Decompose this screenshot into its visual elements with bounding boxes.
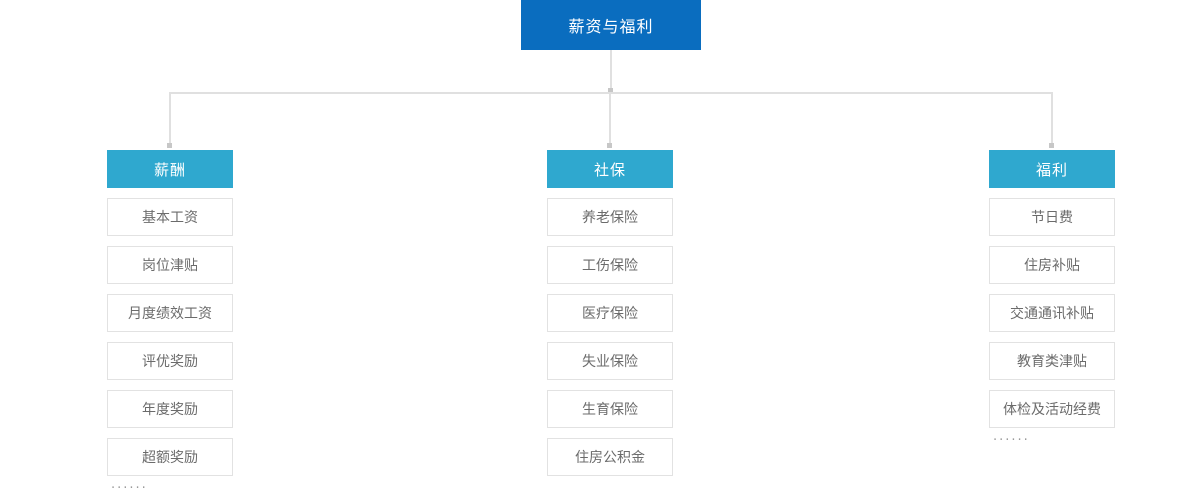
leaf-label: 年度奖励 <box>142 403 198 418</box>
leaf-label: 岗位津贴 <box>142 259 198 274</box>
list-item[interactable]: 医疗保险 <box>547 294 673 332</box>
connector-drop-branch-1 <box>169 92 171 147</box>
list-item[interactable]: 月度绩效工资 <box>107 294 233 332</box>
list-item[interactable]: 节日费 <box>989 198 1115 236</box>
list-item[interactable]: 超额奖励 <box>107 438 233 476</box>
list-item[interactable]: 住房补贴 <box>989 246 1115 284</box>
connector-horizontal-bar <box>170 92 1053 94</box>
connector-drop-branch-3 <box>1051 92 1053 147</box>
leaf-list-2: 养老保险 工伤保险 医疗保险 失业保险 生育保险 住房公积金 <box>547 198 673 476</box>
leaf-label: 医疗保险 <box>582 307 638 322</box>
connector-drop-branch-3-arrow-icon <box>1049 143 1054 148</box>
connector-drop-branch-1-arrow-icon <box>167 143 172 148</box>
branch-column-social-insurance: 社保 养老保险 工伤保险 医疗保险 失业保险 生育保险 住房公积金 <box>547 150 673 476</box>
connector-root-stem <box>610 50 612 92</box>
leaf-label: 教育类津贴 <box>1017 355 1087 370</box>
leaf-label: 节日费 <box>1031 211 1073 226</box>
root-node-label: 薪资与福利 <box>568 19 654 36</box>
branch-header-3-label: 福利 <box>1035 162 1068 179</box>
list-item[interactable]: 岗位津贴 <box>107 246 233 284</box>
list-item[interactable]: 生育保险 <box>547 390 673 428</box>
leaf-label: 失业保险 <box>582 355 638 370</box>
list-item[interactable]: 年度奖励 <box>107 390 233 428</box>
branch-header-3[interactable]: 福利 <box>989 150 1115 188</box>
list-item[interactable]: 养老保险 <box>547 198 673 236</box>
leaf-label: 住房公积金 <box>575 451 645 466</box>
branch-column-welfare: 福利 节日费 住房补贴 交通通讯补贴 教育类津贴 体检及活动经费 ······ <box>989 150 1115 448</box>
connector-drop-branch-2 <box>609 92 611 147</box>
connector-root-stem-arrow-icon <box>608 88 613 93</box>
branch-header-2-label: 社保 <box>593 162 626 179</box>
leaf-label: 基本工资 <box>142 211 198 226</box>
list-item[interactable]: 体检及活动经费 <box>989 390 1115 428</box>
connector-drop-branch-2-arrow-icon <box>607 143 612 148</box>
leaf-label: 工伤保险 <box>582 259 638 274</box>
list-item[interactable]: 基本工资 <box>107 198 233 236</box>
leaf-label: 体检及活动经费 <box>1003 403 1101 418</box>
list-item[interactable]: 评优奖励 <box>107 342 233 380</box>
list-item[interactable]: 交通通讯补贴 <box>989 294 1115 332</box>
ellipsis-indicator-3: ······ <box>993 433 1030 448</box>
ellipsis-indicator-1: ······ <box>111 481 148 496</box>
list-item[interactable]: 失业保险 <box>547 342 673 380</box>
root-node-salary-and-benefits[interactable]: 薪资与福利 <box>521 0 701 50</box>
branch-header-2[interactable]: 社保 <box>547 150 673 188</box>
leaf-list-3: 节日费 住房补贴 交通通讯补贴 教育类津贴 体检及活动经费 <box>989 198 1115 428</box>
leaf-label: 交通通讯补贴 <box>1010 307 1094 322</box>
list-item[interactable]: 工伤保险 <box>547 246 673 284</box>
leaf-list-1: 基本工资 岗位津贴 月度绩效工资 评优奖励 年度奖励 超额奖励 <box>107 198 233 476</box>
leaf-label: 超额奖励 <box>142 451 198 466</box>
leaf-label: 养老保险 <box>582 211 638 226</box>
branch-column-compensation: 薪酬 基本工资 岗位津贴 月度绩效工资 评优奖励 年度奖励 超额奖励 ·····… <box>107 150 233 496</box>
list-item[interactable]: 住房公积金 <box>547 438 673 476</box>
branch-header-1[interactable]: 薪酬 <box>107 150 233 188</box>
leaf-label: 评优奖励 <box>142 355 198 370</box>
list-item[interactable]: 教育类津贴 <box>989 342 1115 380</box>
leaf-label: 生育保险 <box>582 403 638 418</box>
leaf-label: 月度绩效工资 <box>128 307 212 322</box>
leaf-label: 住房补贴 <box>1024 259 1080 274</box>
branch-header-1-label: 薪酬 <box>153 162 186 179</box>
